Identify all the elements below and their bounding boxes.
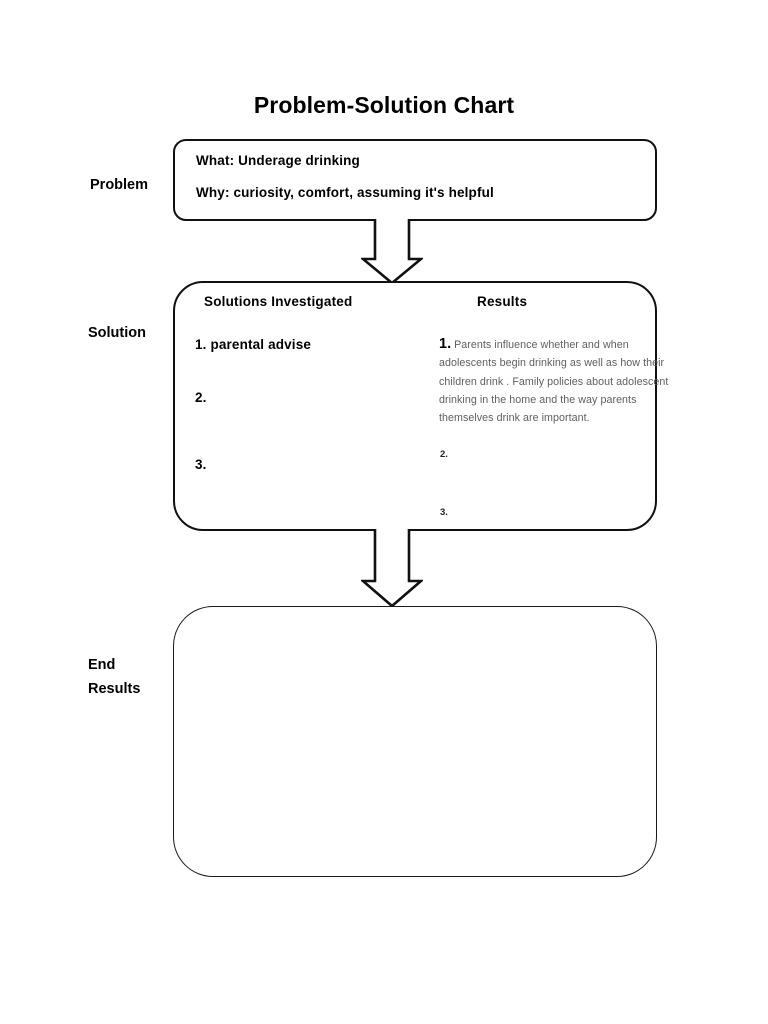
end-results-box[interactable] [173,606,657,877]
problem-box[interactable]: What: Underage drinking Why: curiosity, … [173,139,657,221]
row-label-end-results: End Results [88,657,141,697]
row-label-solution: Solution [88,325,146,341]
down-arrow-icon-solution-to-end-results [361,529,423,608]
solution-box[interactable]: Solutions Investigated Results 1. parent… [173,281,668,531]
result-item-1-number: 1. [439,336,452,352]
result-item-3[interactable]: 3. [440,507,448,518]
result-item-1[interactable]: 1.Parents influence whether and when ado… [439,335,675,426]
problem-box-content: What: Underage drinking Why: curiosity, … [196,153,645,200]
page-title: Problem-Solution Chart [253,92,515,118]
solution-item-3[interactable]: 3. [195,457,207,472]
result-item-2[interactable]: 2. [440,449,448,460]
result-item-1-text: Parents influence whether and when adole… [439,339,669,425]
down-arrow-icon-problem-to-solution [361,219,423,285]
problem-what-line: What: Underage drinking [196,153,360,168]
solution-item-1[interactable]: 1. parental advise [195,337,312,352]
column-header-results: Results [477,294,528,309]
row-label-problem: Problem [90,177,149,193]
solution-item-2[interactable]: 2. [195,390,207,405]
column-header-solutions-investigated: Solutions Investigated [204,294,353,309]
problem-why-line: Why: curiosity, comfort, assuming it's h… [196,185,494,200]
